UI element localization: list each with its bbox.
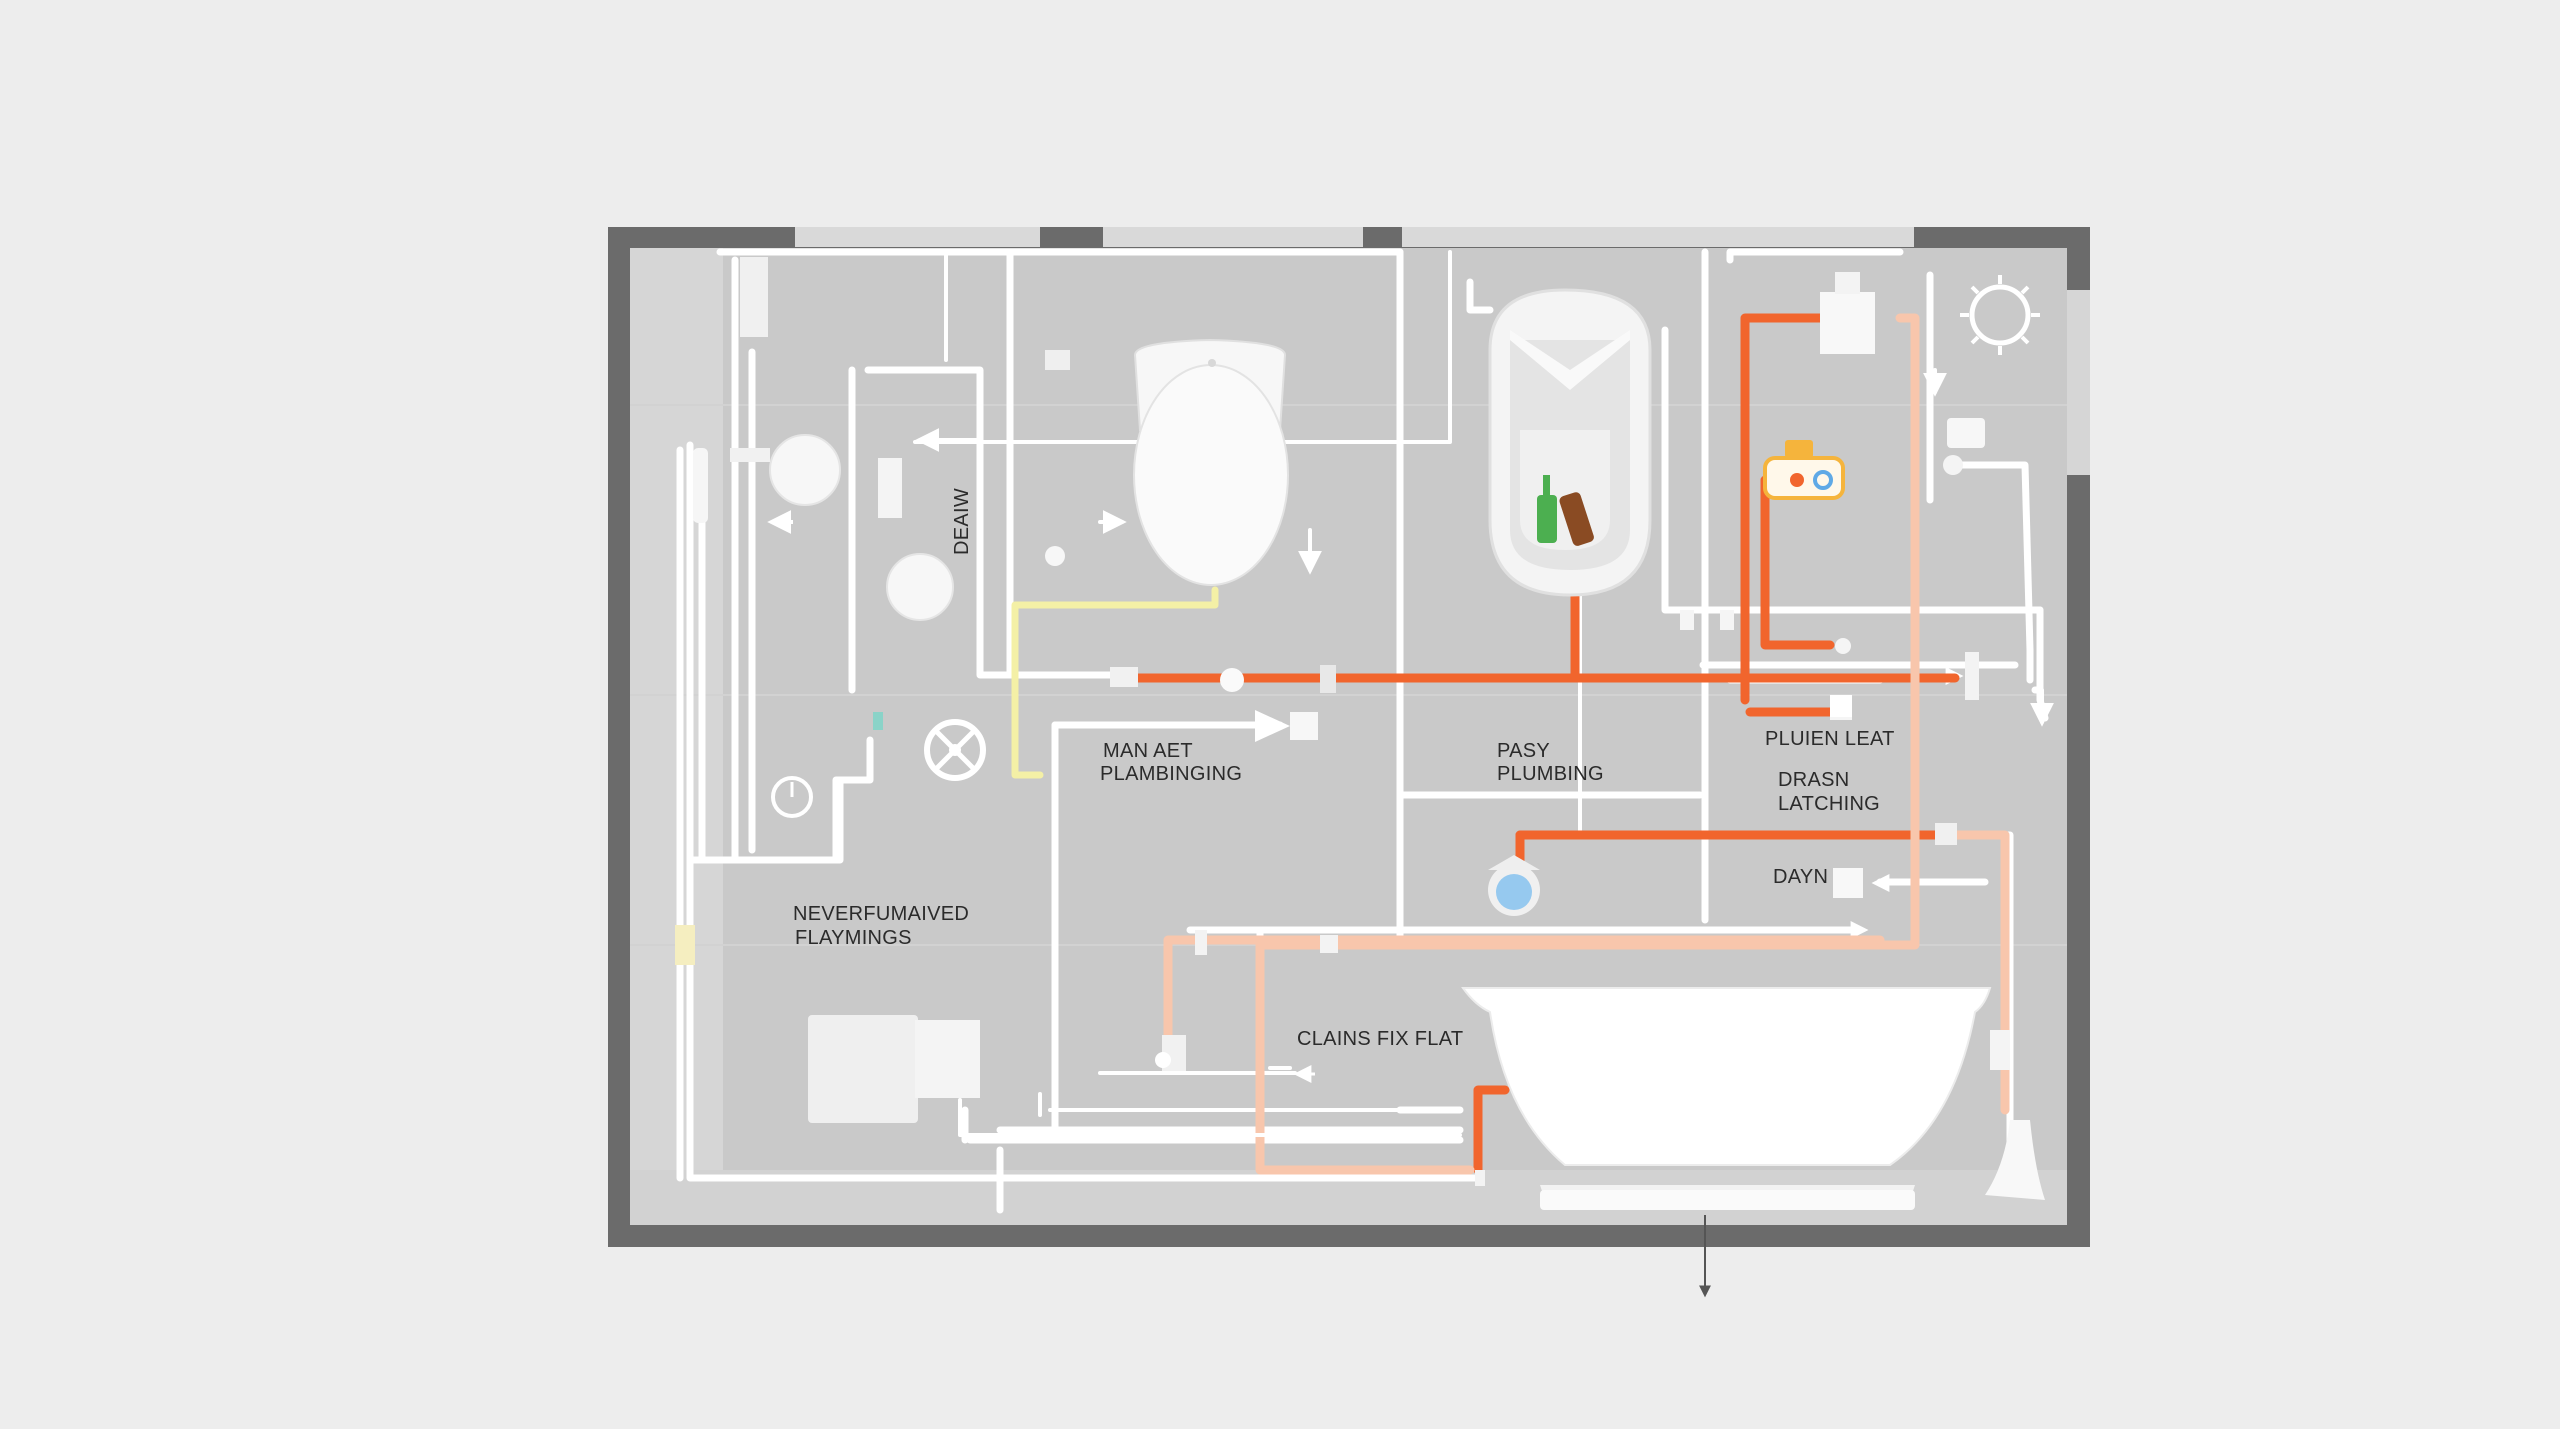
labels: DEAIW MAN AET PLAMBINGING PASY PLUMBING …	[793, 488, 1895, 1050]
label-main-line-2: PLAMBINGING	[1100, 763, 1242, 785]
bathtub-icon	[1461, 987, 1992, 1210]
label-never-1: NEVERFUMAIVED	[793, 903, 969, 925]
room-walls	[608, 227, 2090, 1247]
sun-icon	[1960, 275, 2040, 355]
hot-water-pipes	[1125, 313, 1960, 1175]
label-clains: CLAINS FIX FLAT	[1297, 1028, 1463, 1050]
label-drain-2: LATCHING	[1778, 793, 1880, 815]
control-panel-icon	[1763, 440, 1845, 500]
label-fluid-leak: PLUIEN LEAT	[1765, 728, 1895, 750]
gas-pipe	[1011, 586, 1219, 779]
toilet-icon	[1133, 338, 1289, 586]
pump-icon	[693, 257, 954, 621]
label-drain-1: DRASN	[1778, 769, 1850, 791]
appliance-box-icon	[808, 1015, 1462, 1137]
tank-icon	[1488, 288, 1652, 597]
label-never-2: FLAYMINGS	[795, 927, 912, 949]
label-drain-vertical: DEAIW	[951, 488, 973, 555]
valve-wheel-icon	[924, 719, 986, 781]
label-main-line-1: MAN AET	[1103, 740, 1193, 762]
warm-water-pipes	[1163, 313, 2010, 1175]
label-easy-2: PLUMBING	[1497, 763, 1604, 785]
label-dayn: DAYN	[1773, 866, 1828, 888]
drain-fixtures	[675, 350, 2045, 1200]
water-heater-icon	[1820, 272, 1875, 354]
gauge-icon	[771, 712, 883, 864]
bottle-icon	[1537, 475, 1594, 546]
label-easy-1: PASY	[1497, 740, 1550, 762]
